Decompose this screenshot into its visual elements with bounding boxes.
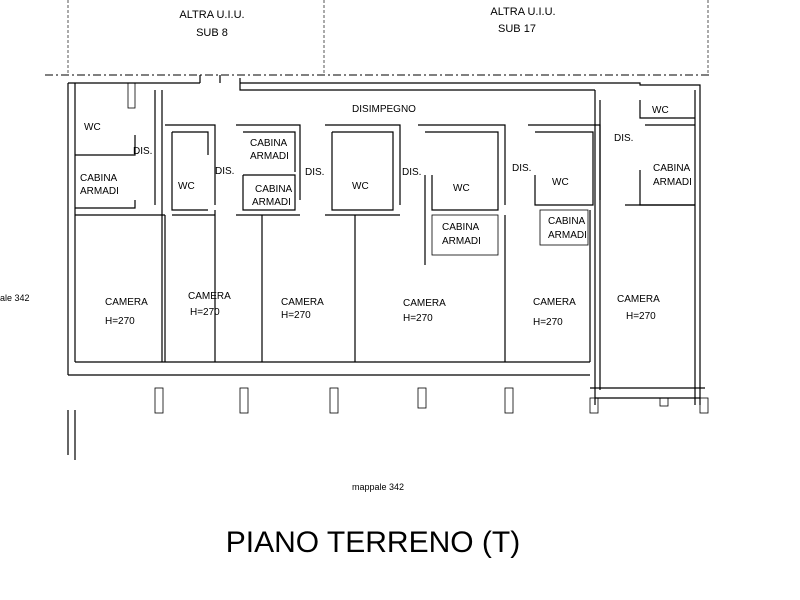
armadi-label: ARMADI bbox=[442, 236, 481, 247]
cabina-label: CABINA bbox=[250, 138, 288, 149]
neighbor-right-line1: ALTRA U.I.U. bbox=[490, 6, 555, 18]
cabina-label: CABINA bbox=[653, 163, 691, 174]
dis-label: DIS. bbox=[215, 166, 234, 177]
unit-2 bbox=[165, 124, 216, 362]
cabina-label: CABINA bbox=[255, 184, 293, 195]
neighbor-units bbox=[45, 0, 712, 76]
neighbor-left-line2: SUB 8 bbox=[196, 27, 228, 39]
wc-label: WC bbox=[84, 122, 101, 133]
dis-label: DIS. bbox=[402, 167, 421, 178]
unit-3 bbox=[236, 124, 301, 362]
neighbor-left-line1: ALTRA U.I.U. bbox=[179, 9, 244, 21]
dis-label: DIS. bbox=[305, 167, 324, 178]
armadi-label: ARMADI bbox=[250, 151, 289, 162]
height-label: H=270 bbox=[105, 316, 135, 327]
unit-7 bbox=[594, 90, 695, 405]
height-label: H=270 bbox=[281, 310, 311, 321]
height-label: H=270 bbox=[403, 313, 433, 324]
camera-label: CAMERA bbox=[281, 297, 324, 308]
page-title: PIANO TERRENO (T) bbox=[226, 526, 520, 559]
armadi-label: ARMADI bbox=[548, 230, 587, 241]
height-label: H=270 bbox=[190, 307, 220, 318]
unit-1 bbox=[75, 82, 166, 362]
cabina-label: CABINA bbox=[442, 222, 480, 233]
armadi-label: ARMADI bbox=[80, 186, 119, 197]
dis-label: DIS. bbox=[133, 146, 152, 157]
wc-label: WC bbox=[453, 183, 470, 194]
facade-pillars bbox=[154, 387, 709, 414]
camera-label: CAMERA bbox=[533, 297, 576, 308]
bottom-mappale-label: mappale 342 bbox=[352, 482, 404, 492]
height-label: H=270 bbox=[626, 311, 656, 322]
unit-5 bbox=[418, 124, 506, 362]
camera-label: CAMERA bbox=[617, 294, 660, 305]
neighbor-right-line2: SUB 17 bbox=[498, 23, 536, 35]
unit-4 bbox=[325, 124, 401, 362]
camera-label: CAMERA bbox=[105, 297, 148, 308]
cabina-label: CABINA bbox=[548, 216, 586, 227]
armadi-label: ARMADI bbox=[252, 197, 291, 208]
dis-label: DIS. bbox=[614, 133, 633, 144]
armadi-label: ARMADI bbox=[653, 177, 692, 188]
dis-label: DIS. bbox=[512, 163, 531, 174]
cabina-label: CABINA bbox=[80, 173, 118, 184]
camera-label: CAMERA bbox=[403, 298, 446, 309]
labels: ALTRA U.I.U. SUB 8 ALTRA U.I.U. SUB 17 D… bbox=[0, 6, 692, 559]
wc-label: WC bbox=[352, 181, 369, 192]
height-label: H=270 bbox=[533, 317, 563, 328]
outer-walls bbox=[67, 75, 705, 460]
wc-label: WC bbox=[552, 177, 569, 188]
corridor-label: DISIMPEGNO bbox=[352, 104, 416, 115]
camera-label: CAMERA bbox=[188, 291, 231, 302]
side-mappale-label: ale 342 bbox=[0, 293, 30, 303]
wc-label: WC bbox=[652, 105, 669, 116]
wc-label: WC bbox=[178, 181, 195, 192]
